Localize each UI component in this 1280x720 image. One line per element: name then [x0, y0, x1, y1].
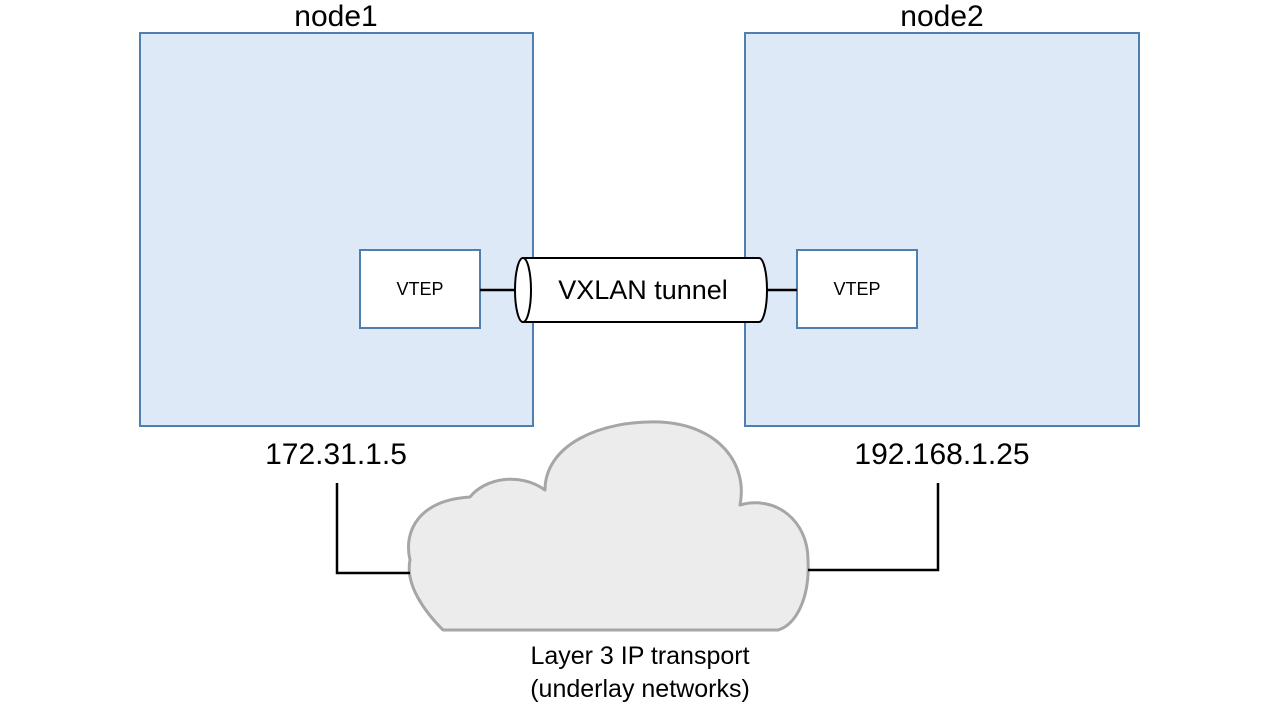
node1-vtep-label: VTEP [396, 279, 444, 299]
node2-ip: 192.168.1.25 [854, 438, 1030, 471]
underlay-cloud [407, 420, 810, 632]
underlay-caption-line1: Layer 3 IP transport [530, 642, 750, 670]
vxlan-tunnel-label: VXLAN tunnel [558, 275, 728, 305]
underlay-caption-line2: (underlay networks) [530, 675, 750, 703]
node1-box [139, 32, 534, 427]
node2-title: node2 [900, 0, 984, 33]
node1-underlay-link [335, 483, 410, 575]
node2-vtep-box [796, 249, 918, 329]
node1-title: node1 [294, 0, 378, 33]
vxlan-tunnel-shape [514, 257, 768, 323]
tunnel-body [522, 257, 768, 323]
node2-box [744, 32, 1140, 427]
node1-ip: 172.31.1.5 [265, 438, 407, 471]
node2-vtep-label: VTEP [833, 279, 881, 299]
node2-underlay-link [808, 483, 940, 572]
tunnel-left-cap [514, 257, 532, 323]
node1-vtep-box [359, 249, 481, 329]
